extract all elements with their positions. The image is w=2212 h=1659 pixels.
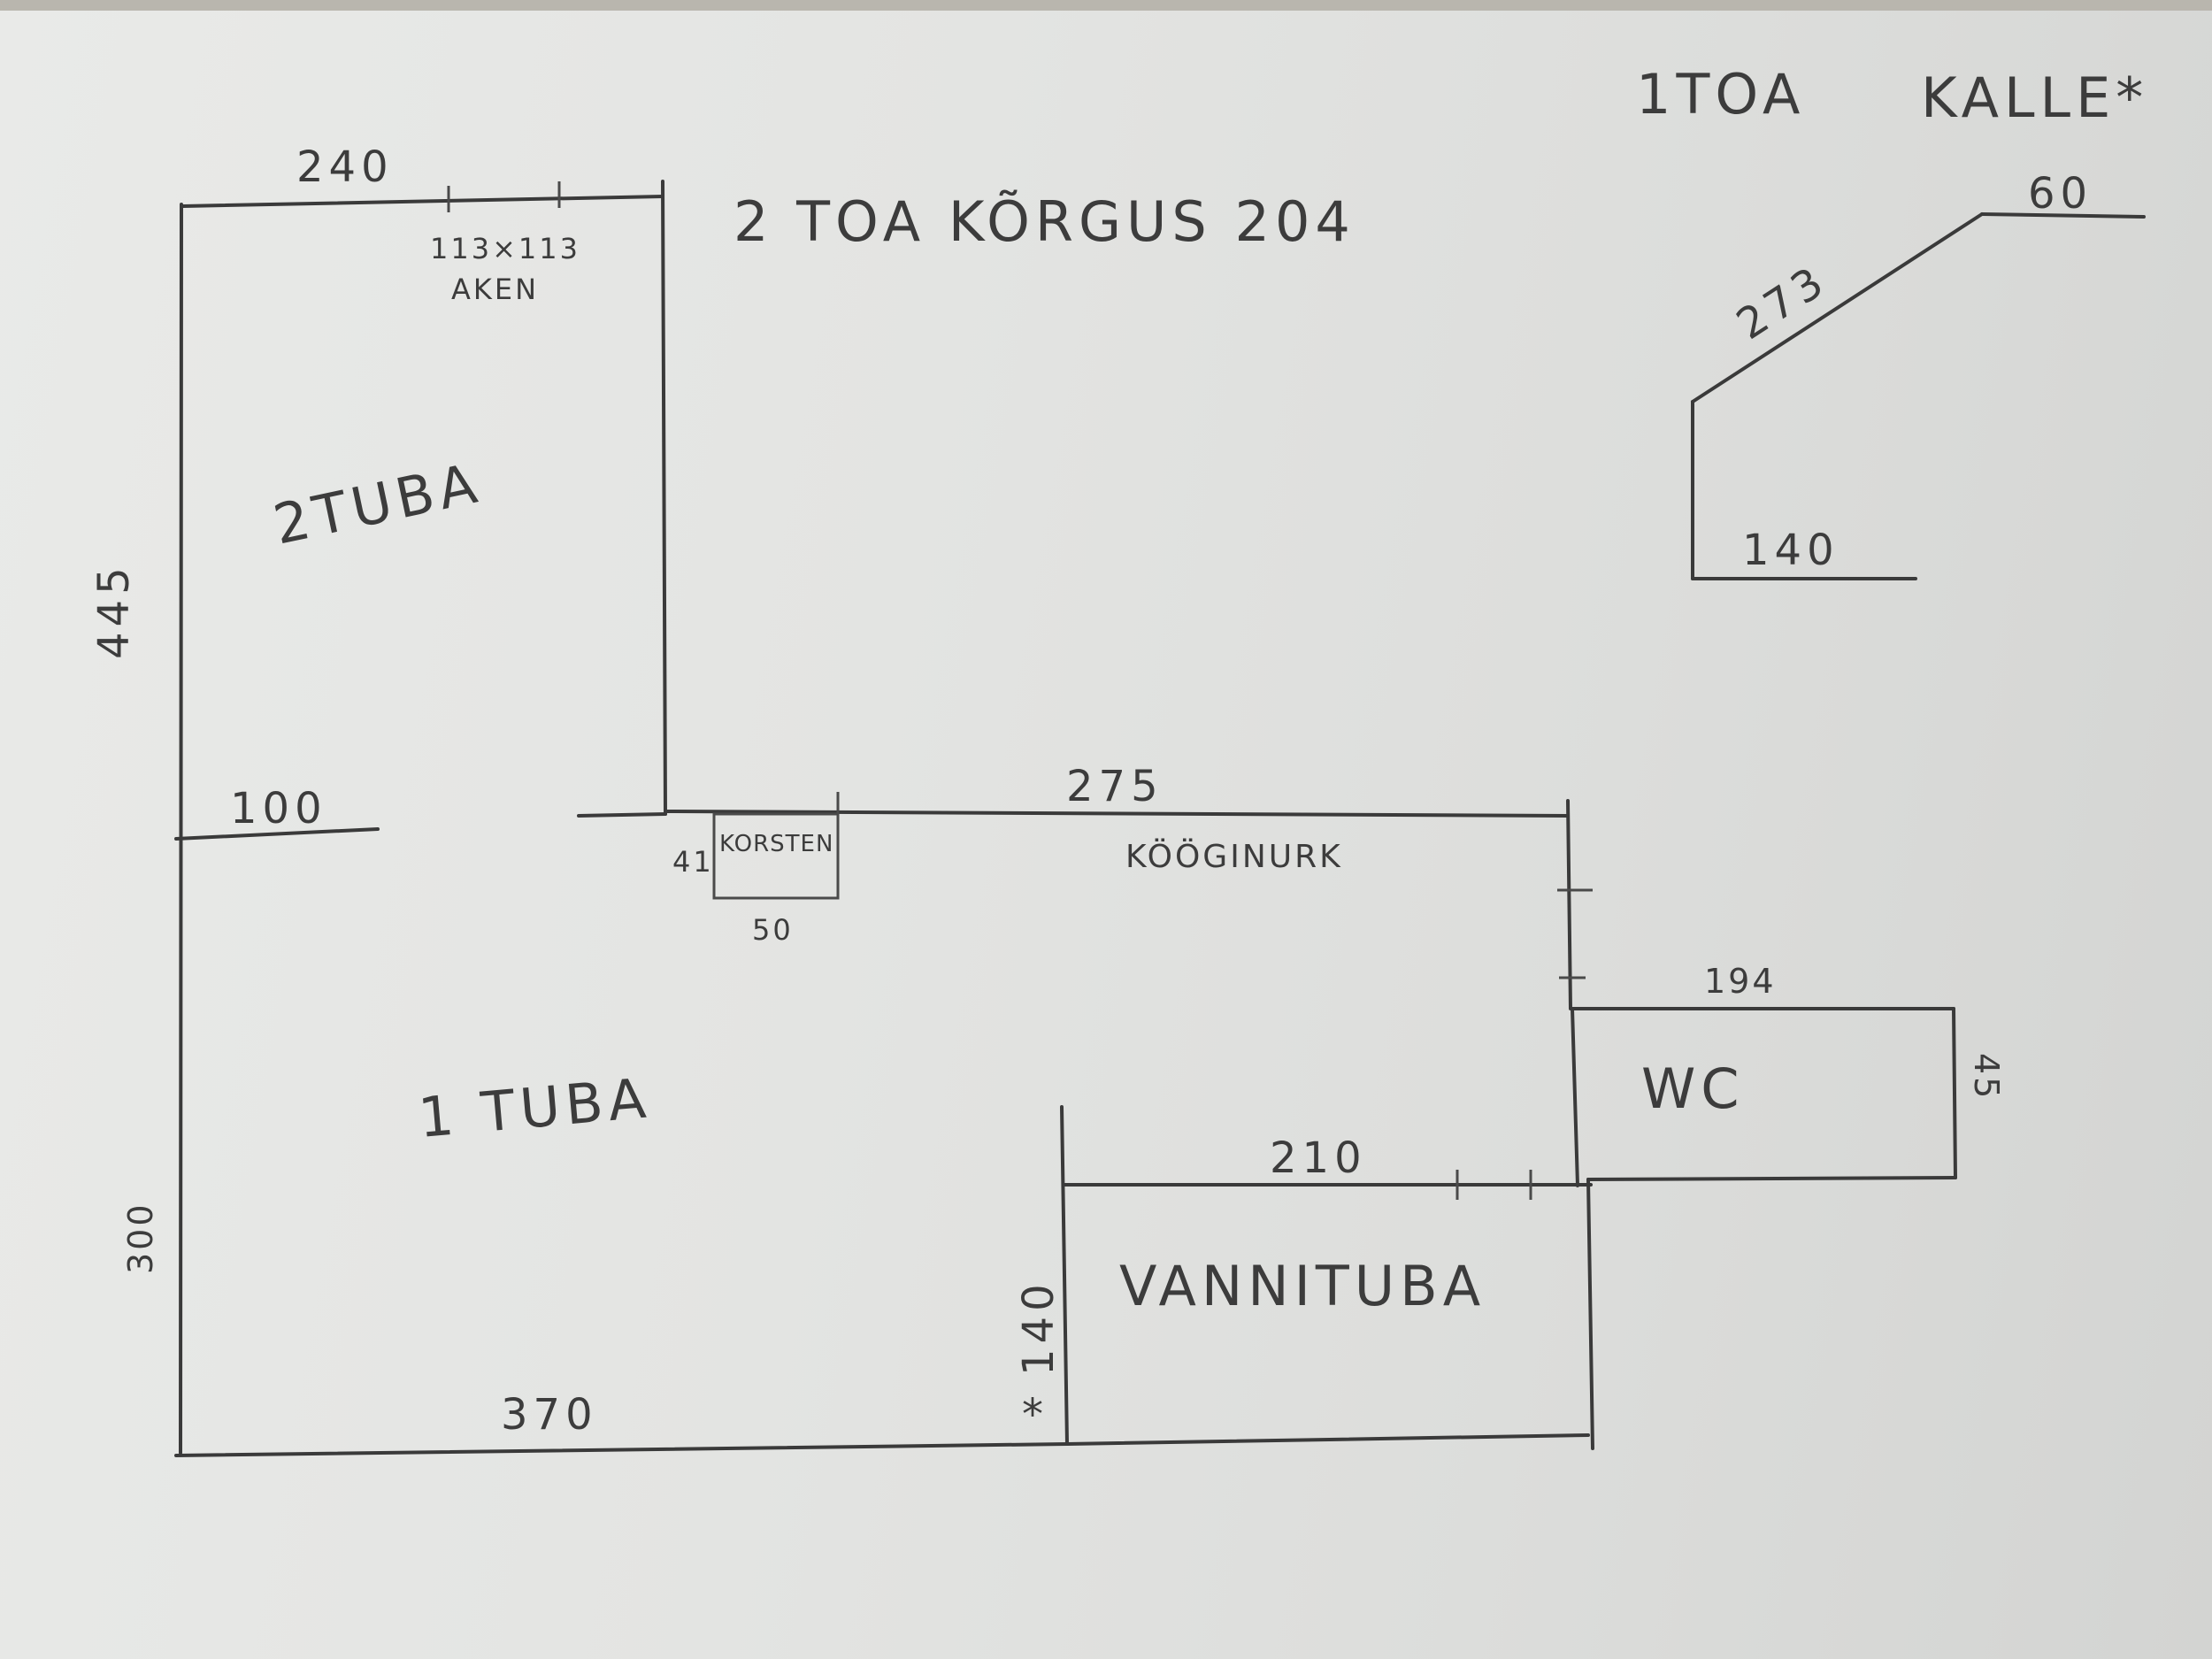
wc-label: WC [1641,1056,1745,1121]
roof-slope-length: 273 [1728,255,1836,349]
room-1-label: 1 TUBA [416,1065,654,1150]
chimney-width: 50 [752,913,794,947]
kitchen-label: KÖÖGINURK [1125,838,1343,875]
wc-depth: 45 [1967,1053,2006,1101]
roof-top-length: 60 [2028,169,2093,219]
room-2-width: 240 [296,142,394,192]
bathroom-mark: * [1022,1390,1048,1440]
window-label: AKEN [451,273,539,306]
wc-width: 194 [1704,962,1777,1001]
roof-bottom-length: 140 [1742,526,1839,575]
roof-profile-sketch [1691,212,2146,580]
wc-walls [1571,1007,1957,1187]
bathroom-depth: 140 [1014,1279,1064,1376]
chimney-label: KORSTEN [719,831,833,857]
bathroom-width: 210 [1270,1133,1367,1183]
chimney-depth: 41 [672,845,714,879]
room-2-segment: 100 [230,784,327,833]
room-1-length: 300 [121,1202,160,1274]
room-1-width: 370 [501,1390,598,1440]
window-size: 113×113 [430,232,580,265]
kitchen-walls [664,799,1593,1010]
kitchen-width: 275 [1066,762,1164,811]
room-count-label: 1TOA [1636,62,1805,127]
room-2-walls [174,180,667,1455]
table-edge [0,0,2212,11]
room-1-bottom-wall [174,1442,1069,1457]
bathroom-label: VANNITUBA [1119,1254,1486,1318]
room-2-label: 2TUBA [268,450,488,557]
room-2-length: 445 [89,562,139,659]
height-note: 2 TOA KÕRGUS 204 [733,189,1356,254]
chimney-box [712,812,840,900]
owner-name-label: KALLE* [1921,65,2148,130]
bathroom-walls [1060,1105,1594,1450]
